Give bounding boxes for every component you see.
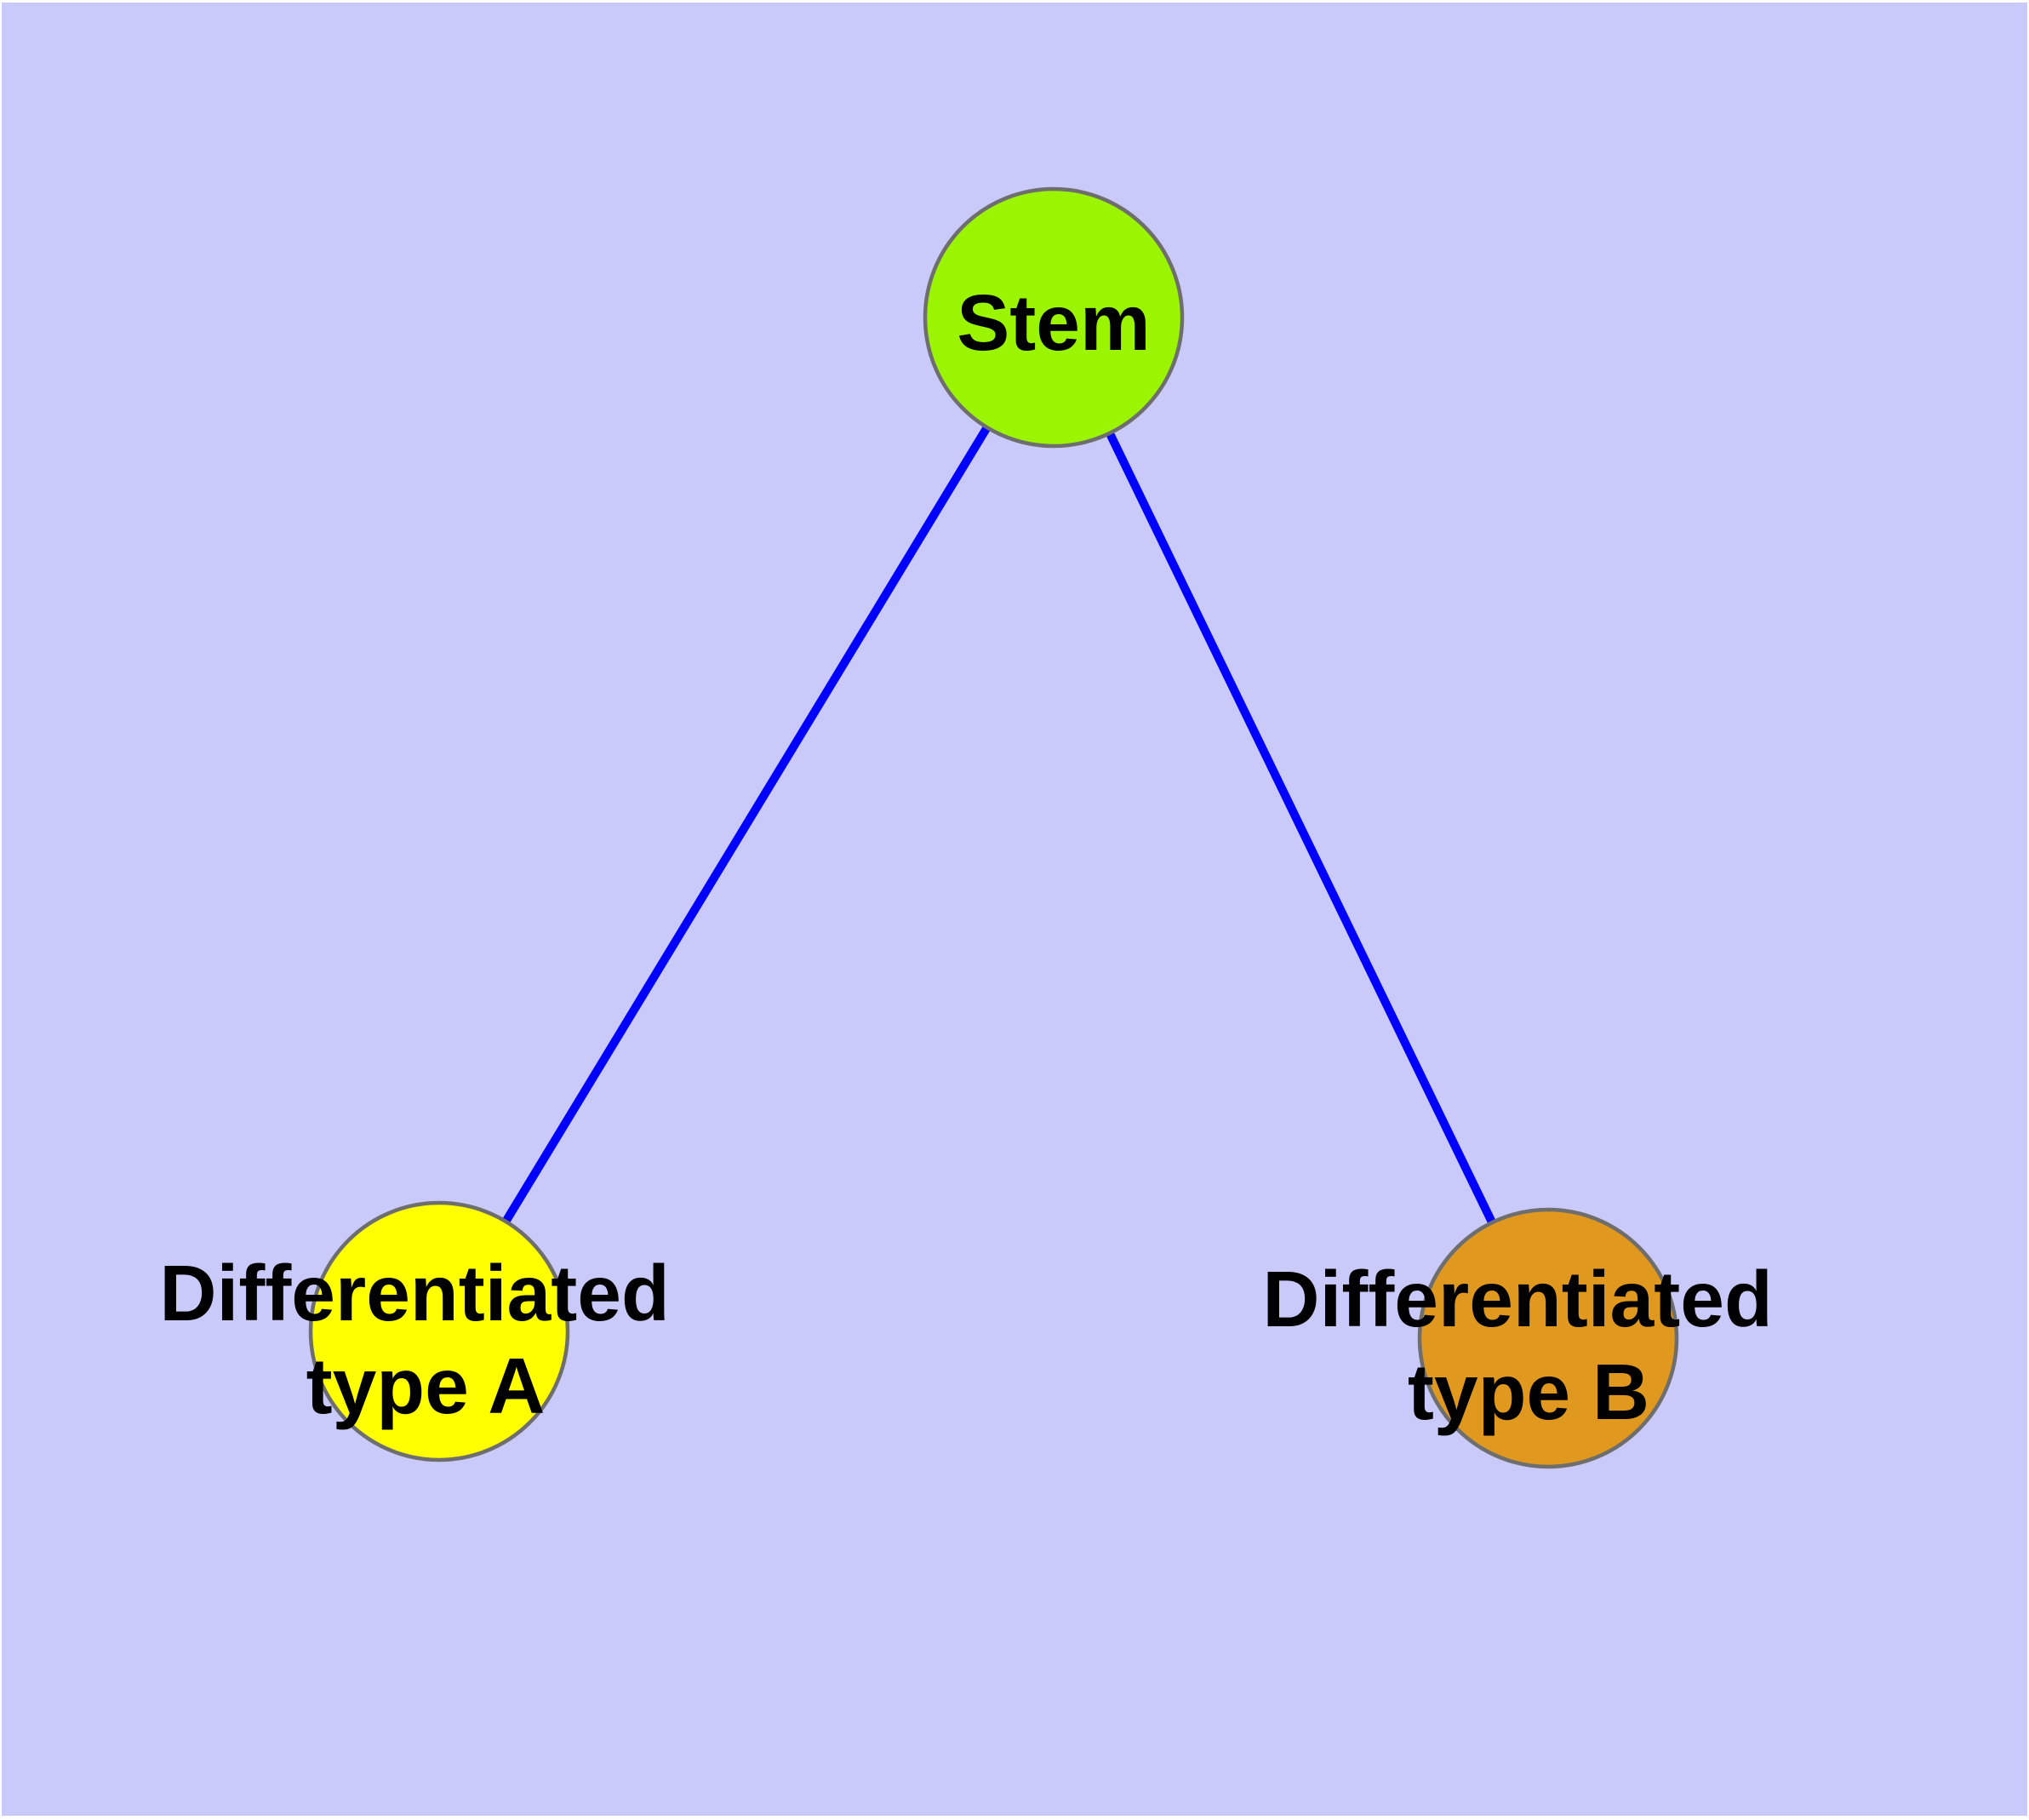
node-differentiated-type-b-label-line1: Differentiated — [1262, 1255, 1772, 1343]
edge-stem-to-type-b — [1049, 315, 1552, 1341]
node-differentiated-type-b-label-line2: type B — [1408, 1348, 1649, 1436]
edge-stem-to-type-a — [435, 315, 1058, 1334]
node-differentiated-type-a-label: Differentiated type A — [159, 1249, 691, 1430]
node-differentiated-type-a-label-line1: Differentiated — [159, 1249, 669, 1337]
node-differentiated-type-b-label: Differentiated type B — [1262, 1255, 1794, 1436]
node-differentiated-type-b — [1417, 1207, 1679, 1469]
node-differentiated-type-a-label-line2: type A — [306, 1342, 546, 1430]
node-stem-label: Stem — [957, 278, 1150, 367]
node-differentiated-type-a — [308, 1200, 570, 1462]
node-stem — [923, 186, 1185, 449]
